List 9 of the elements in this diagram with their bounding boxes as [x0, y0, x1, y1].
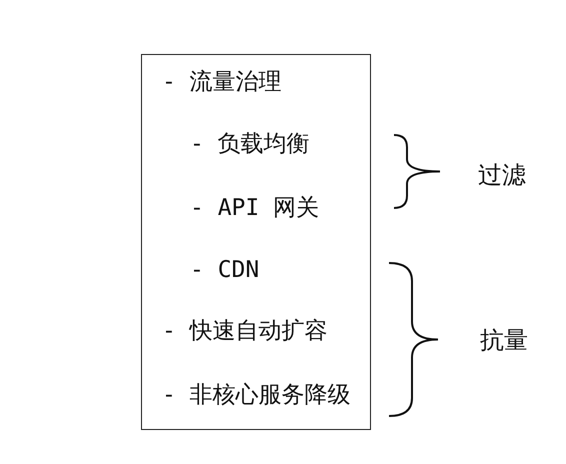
- list-box: [141, 54, 371, 430]
- list-item: - 快速自动扩容: [162, 317, 328, 345]
- brace-label: 抗量: [480, 325, 528, 355]
- list-item: - 非核心服务降级: [162, 381, 351, 409]
- list-item: - 负载均衡: [190, 130, 310, 158]
- list-item: - API 网关: [190, 194, 320, 222]
- brace-label: 过滤: [478, 160, 526, 190]
- list-item: - 流量治理: [162, 68, 282, 96]
- list-item: - CDN: [190, 256, 260, 284]
